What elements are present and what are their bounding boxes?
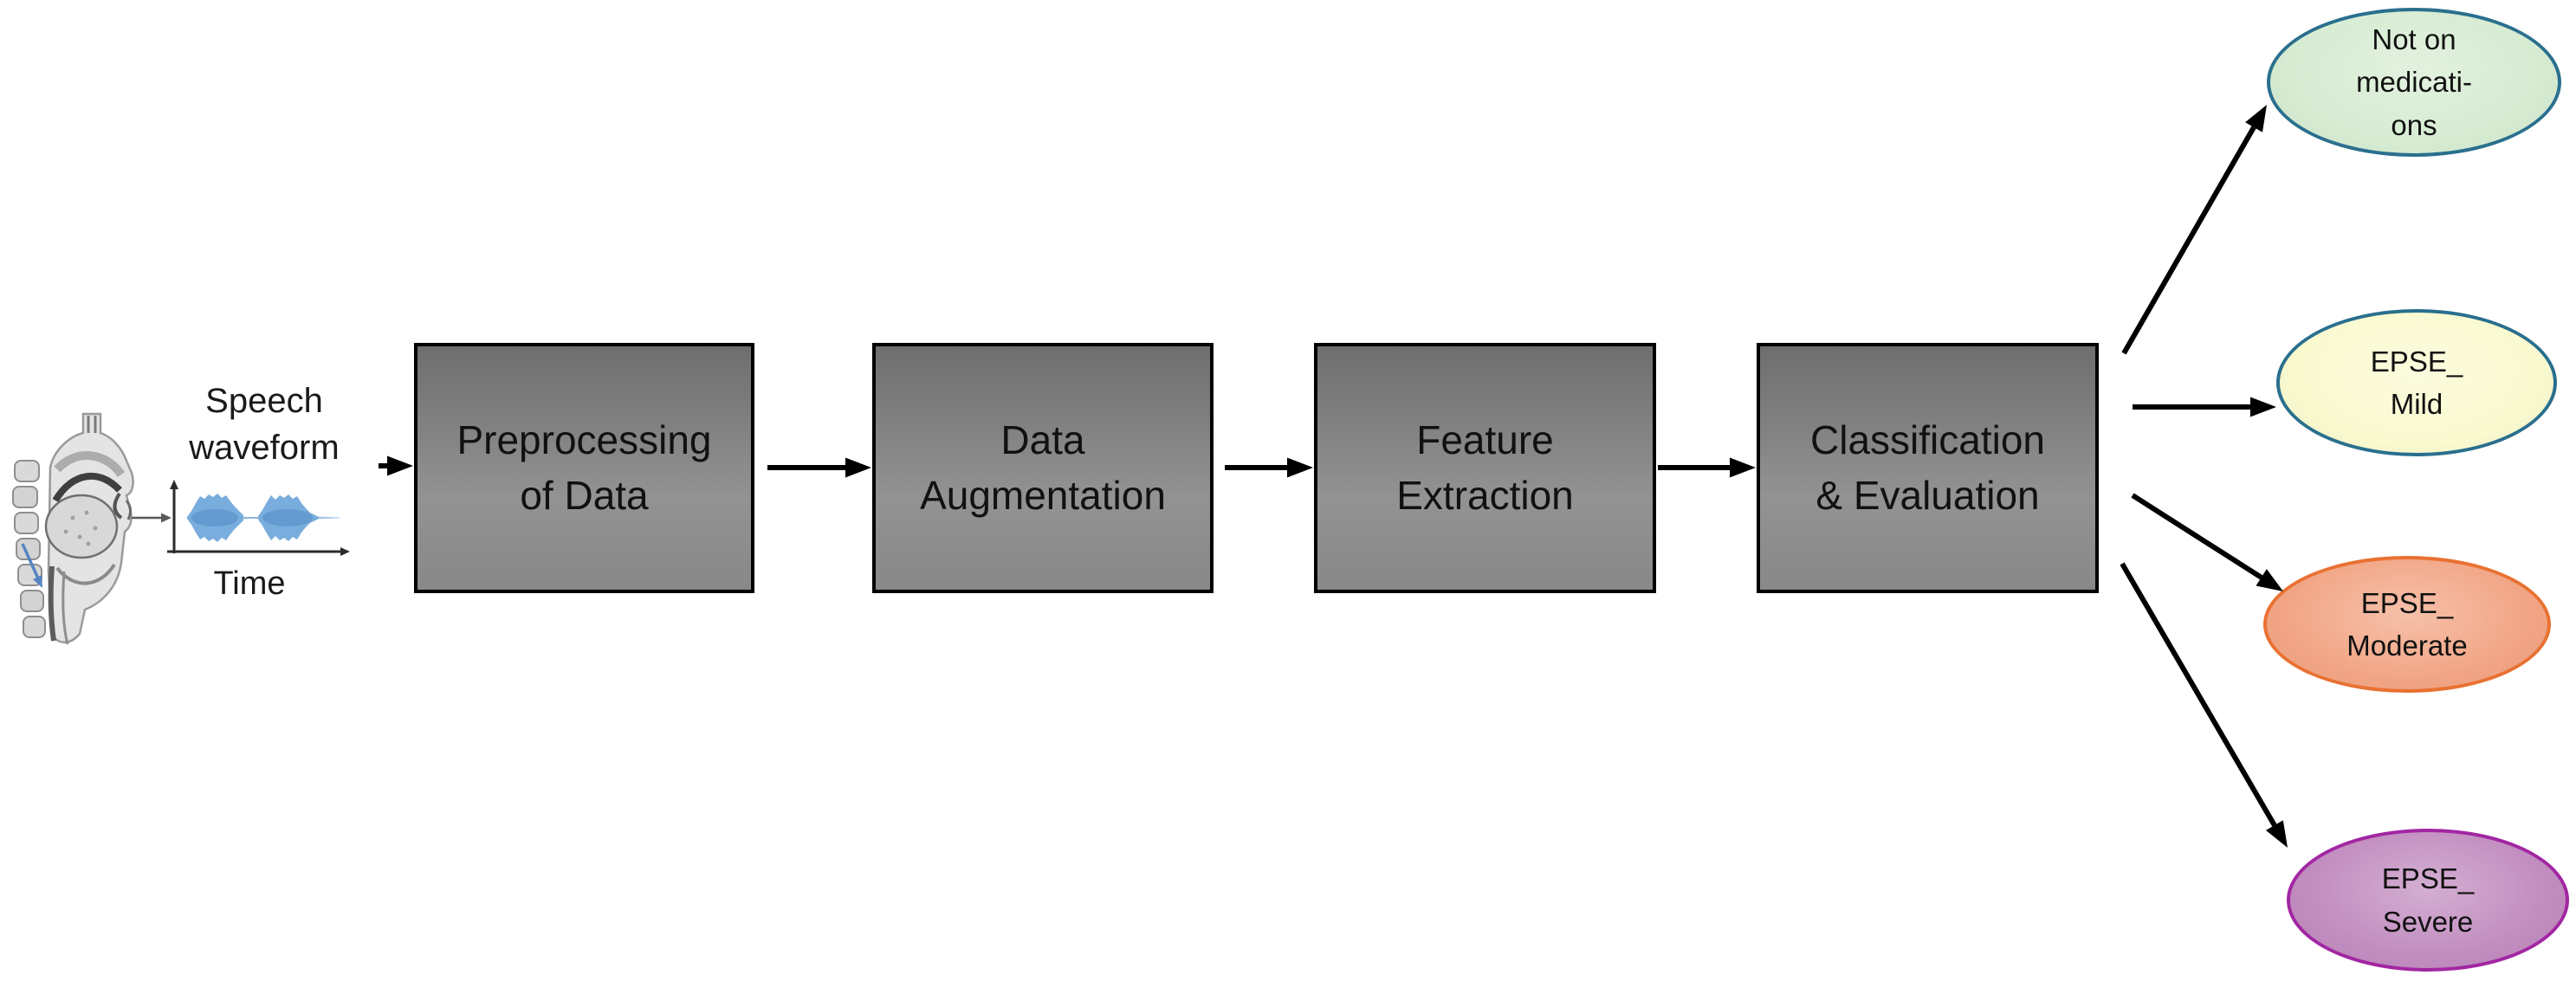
larynx-pointer-icon bbox=[21, 543, 42, 588]
vocal-tract-icon bbox=[12, 412, 134, 645]
flow-arrow-feature-to-classification bbox=[1658, 457, 1756, 478]
time-axis-label: Time bbox=[213, 565, 286, 602]
source-illustration bbox=[12, 412, 350, 645]
step-label: Classification & Evaluation bbox=[1810, 417, 2045, 518]
step-box-feature-extraction: Feature Extraction bbox=[1314, 343, 1656, 593]
step-label: Feature Extraction bbox=[1396, 417, 1574, 518]
step-label: Data Augmentation bbox=[920, 417, 1166, 518]
flow-arrow-to-epse-moderate bbox=[2131, 493, 2283, 591]
flow-arrow-waveform-to-preprocessing bbox=[379, 455, 413, 476]
flow-arrow-augmentation-to-feature bbox=[1225, 457, 1313, 478]
step-box-preprocessing: Preprocessing of Data bbox=[414, 343, 754, 593]
step-box-classification-evaluation: Classification & Evaluation bbox=[1757, 343, 2099, 593]
outcome-label: EPSE_ Severe bbox=[2381, 862, 2475, 938]
outcome-ellipse-epse-mild: EPSE_ Mild bbox=[2276, 309, 2557, 456]
outcome-label: Not on medicati- ons bbox=[2356, 23, 2472, 141]
sound-output-arrow bbox=[132, 513, 172, 523]
outcome-ellipse-epse-severe: EPSE_ Severe bbox=[2287, 829, 2569, 972]
flow-arrow-preprocessing-to-augmentation bbox=[767, 457, 871, 478]
flow-arrow-to-not-on-medications bbox=[2121, 105, 2267, 355]
step-box-data-augmentation: Data Augmentation bbox=[872, 343, 1214, 593]
outcome-label: EPSE_ Mild bbox=[2370, 345, 2463, 421]
waveform-icon bbox=[187, 494, 340, 542]
outcome-ellipse-not-on-medications: Not on medicati- ons bbox=[2267, 8, 2561, 157]
waveform-axes bbox=[167, 480, 350, 556]
outcome-label: EPSE_ Moderate bbox=[2346, 586, 2468, 662]
speech-waveform-label: Speech waveform bbox=[189, 382, 340, 467]
flow-arrow-to-epse-mild bbox=[2133, 397, 2276, 417]
step-label: Preprocessing of Data bbox=[456, 417, 712, 518]
flow-arrow-to-epse-severe bbox=[2120, 562, 2288, 848]
outcome-ellipse-epse-moderate: EPSE_ Moderate bbox=[2263, 556, 2551, 693]
